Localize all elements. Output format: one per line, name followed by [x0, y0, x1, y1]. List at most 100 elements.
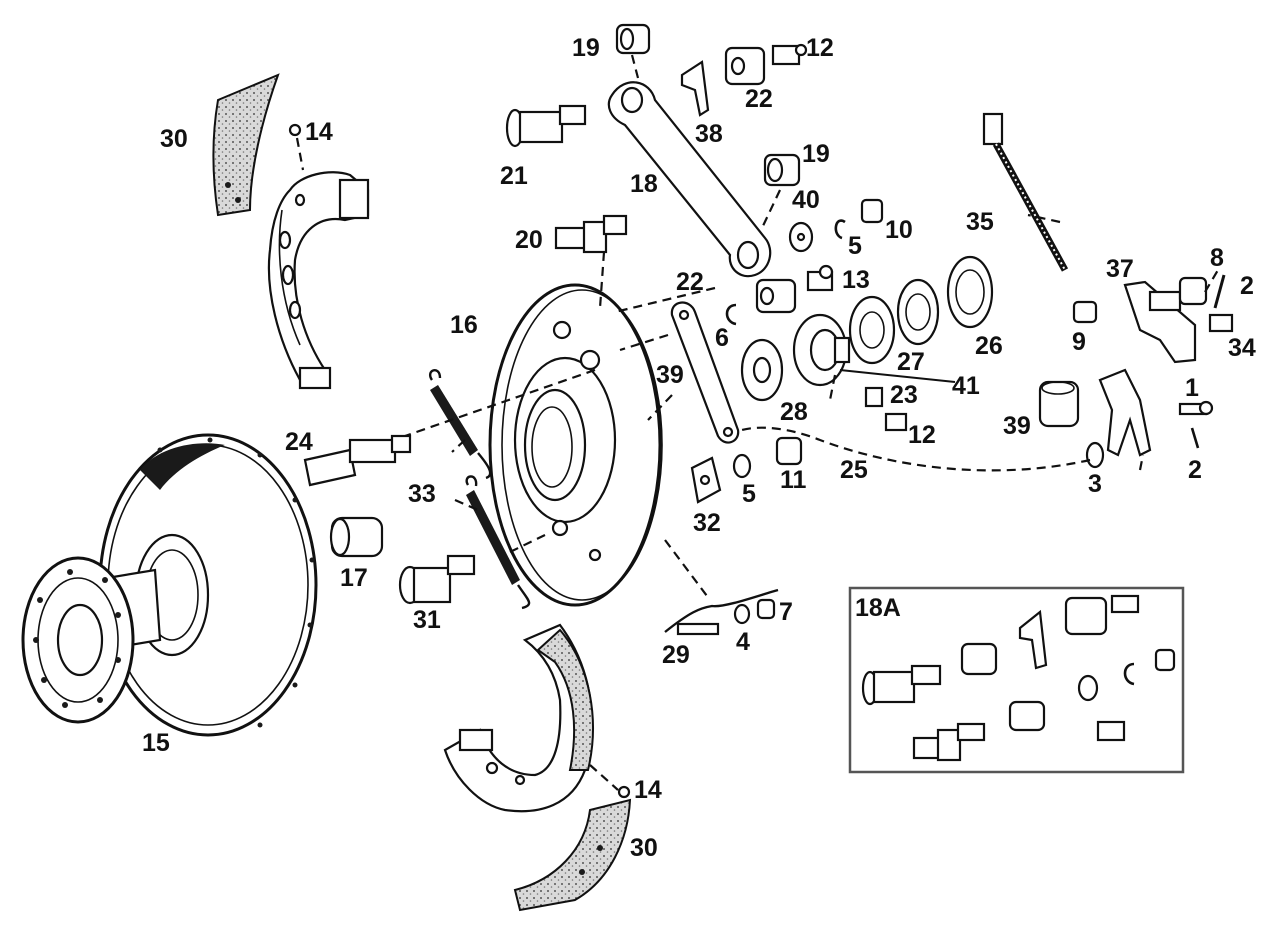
label-2-top: 2: [1240, 272, 1254, 300]
label-19-top: 19: [572, 34, 600, 62]
washer-3: [1085, 441, 1105, 469]
seal-27: [848, 295, 896, 365]
brake-drum-15: [21, 433, 318, 737]
label-26: 26: [975, 332, 1003, 360]
nut-9: [1072, 300, 1098, 324]
label-18: 18: [630, 170, 658, 198]
nut-8: [1178, 276, 1208, 306]
label-33: 33: [408, 480, 436, 508]
locknut-39: [1038, 380, 1080, 428]
nut-7: [756, 598, 776, 620]
label-11: 11: [780, 466, 807, 494]
inset-nut-small: [1154, 648, 1176, 672]
grease-nipple-12-top: [771, 43, 808, 66]
inset-bush-lower: [1008, 700, 1046, 732]
label-37: 37: [1106, 255, 1134, 283]
pivot-pin-21: [505, 104, 587, 148]
washer-4: [733, 603, 751, 625]
inset-cam-plate: [1018, 609, 1048, 670]
split-pin-2-top: [1213, 274, 1226, 309]
label-20: 20: [515, 226, 543, 254]
split-pin-2: [1190, 427, 1200, 449]
label-9: 9: [1072, 328, 1086, 356]
plate-32: [690, 456, 722, 504]
bolt-34: [1208, 313, 1234, 333]
label-18a: 18A: [855, 594, 901, 622]
label-14-bottom: 14: [634, 776, 662, 804]
adjuster-24: [303, 434, 412, 487]
nipple-23: [864, 386, 884, 408]
inset-washer: [1077, 674, 1099, 702]
cam-plate-38: [680, 60, 710, 117]
stud-29: [676, 622, 720, 636]
label-31: 31: [413, 606, 441, 634]
bracket-29-4-7: [664, 588, 779, 633]
label-41: 41: [952, 372, 980, 400]
leader-lines: [404, 54, 1219, 601]
inset-bush-upper: [960, 642, 998, 676]
label-6: 6: [715, 324, 729, 352]
label-5: 5: [742, 480, 756, 508]
label-39-right: 39: [1003, 412, 1031, 440]
adjuster-housing-41: [792, 313, 851, 387]
spring-lower-33: [465, 475, 531, 610]
label-23: 23: [890, 381, 918, 409]
callout-labels: 19 12 22 38 30 14 21 19 18 40 10 5 35 20…: [142, 34, 1256, 862]
label-14-top: 14: [305, 118, 333, 146]
label-3: 3: [1088, 470, 1102, 498]
label-19: 19: [802, 140, 830, 168]
label-38: 38: [695, 120, 723, 148]
lever-18: [607, 81, 772, 278]
inset-nipple-bottom: [1096, 720, 1126, 742]
back-plate-16: [488, 283, 663, 607]
rivet-bottom-14: [589, 764, 631, 799]
label-13: 13: [842, 266, 870, 294]
label-12: 12: [908, 421, 936, 449]
yoke-37: [1123, 280, 1197, 364]
label-27: 27: [897, 348, 925, 376]
inset-pivot-pin: [861, 664, 942, 706]
grease-nipple-12: [884, 412, 908, 432]
label-28: 28: [780, 398, 808, 426]
grease-nipple-13: [806, 264, 834, 292]
label-5-top: 5: [848, 232, 862, 260]
label-7: 7: [779, 598, 793, 626]
inset-circlip: [1123, 662, 1135, 686]
bush-top-19: [615, 23, 651, 55]
label-8: 8: [1210, 244, 1224, 272]
label-40: 40: [792, 186, 820, 214]
rivet-top-14: [288, 123, 305, 171]
label-30-bottom: 30: [630, 834, 658, 862]
label-17: 17: [340, 564, 368, 592]
circlip-6: [725, 303, 737, 326]
label-10: 10: [885, 216, 913, 244]
circlip-5-top: [834, 219, 846, 240]
label-21: 21: [500, 162, 528, 190]
pivot-bolt-20: [554, 214, 628, 254]
brake-shoe-top: [267, 171, 370, 390]
pivot-31: [398, 554, 476, 605]
circlip-5: [732, 453, 752, 479]
label-4: 4: [736, 628, 750, 656]
inset-bolt: [912, 722, 986, 762]
nut-22: [755, 278, 797, 314]
label-16: 16: [450, 311, 478, 339]
label-35: 35: [966, 208, 994, 236]
label-1: 1: [1185, 374, 1199, 402]
inset-nipple-top: [1110, 594, 1140, 614]
nut-22-top: [724, 46, 766, 86]
inset-18a: [848, 586, 1185, 774]
label-12-top: 12: [806, 34, 834, 62]
label-39: 39: [656, 361, 684, 389]
brake-lining-top-30: [212, 73, 280, 217]
link-39: [670, 301, 740, 444]
label-25: 25: [840, 456, 868, 484]
washer-40: [788, 221, 814, 253]
clevis-pin-1: [1178, 400, 1214, 416]
seal-retainer: [896, 278, 940, 346]
label-22-top: 22: [745, 85, 773, 113]
nut-10: [860, 198, 884, 224]
adjusting-rod-35: [982, 112, 1069, 272]
clevis-fork: [1098, 368, 1152, 457]
